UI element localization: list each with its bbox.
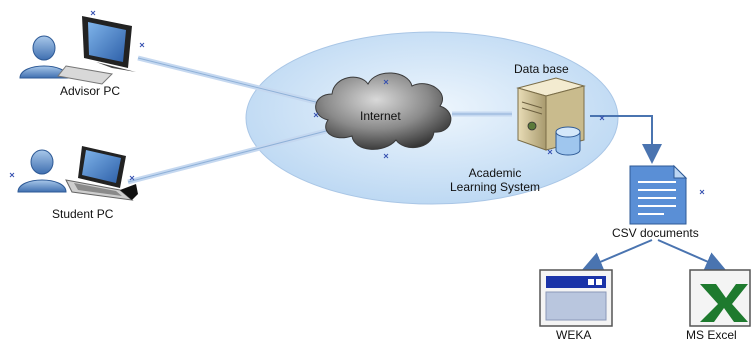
weka-label: WEKA	[556, 328, 592, 342]
csv-label: CSV documents	[612, 226, 699, 240]
database-label: Data base	[514, 62, 569, 76]
excel-label: MS Excel	[686, 328, 737, 342]
advisor-pc-label: Advisor PC	[60, 84, 121, 98]
laptop-icon	[65, 146, 138, 201]
csv-to-excel-arrow	[657, 239, 726, 271]
excel-icon	[689, 269, 751, 327]
advisor-link-core	[137, 57, 341, 109]
system-label-line2: Learning System	[449, 180, 541, 194]
system-label-line1: Academic	[468, 166, 522, 180]
window-app-icon	[539, 269, 613, 327]
internet-label: Internet	[360, 109, 401, 123]
advisor-user-icon	[19, 35, 69, 79]
student-link-core	[127, 129, 331, 183]
document-icon	[629, 164, 688, 225]
cloud-icon	[315, 72, 452, 150]
database-cylinder-icon	[555, 126, 581, 156]
desktop-monitor-icon	[57, 16, 136, 85]
db-to-csv-arrow	[590, 115, 662, 164]
csv-to-weka-arrow	[582, 239, 653, 271]
student-pc-label: Student PC	[52, 207, 114, 221]
selection-marks	[9, 10, 705, 195]
student-user-icon	[17, 149, 67, 193]
